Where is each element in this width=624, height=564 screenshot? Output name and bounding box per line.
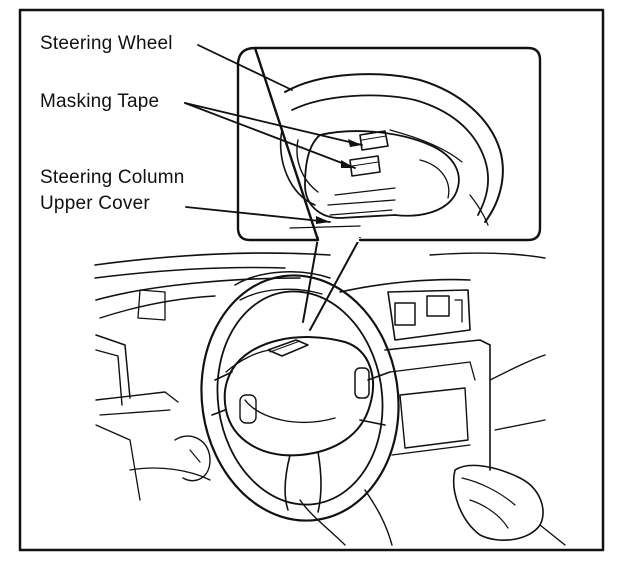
- label-steering-wheel: Steering Wheel: [40, 33, 173, 54]
- leader-lines: [184, 44, 363, 223]
- steering-wheel-drawing: [200, 274, 400, 522]
- leader-steering-wheel: [197, 44, 293, 91]
- label-upper-cover: Upper Cover: [40, 193, 150, 214]
- label-steering-column: Steering Column: [40, 167, 185, 188]
- figure-border: [18, 8, 605, 552]
- dashboard-scene: [94, 252, 566, 546]
- callout-zoom: [236, 46, 542, 331]
- leader-masking-tape-2: [184, 102, 356, 169]
- arrowheads: [316, 139, 362, 224]
- label-masking-tape: Masking Tape: [40, 91, 160, 112]
- leader-masking-tape-1: [184, 102, 363, 146]
- leader-column-cover: [185, 206, 331, 223]
